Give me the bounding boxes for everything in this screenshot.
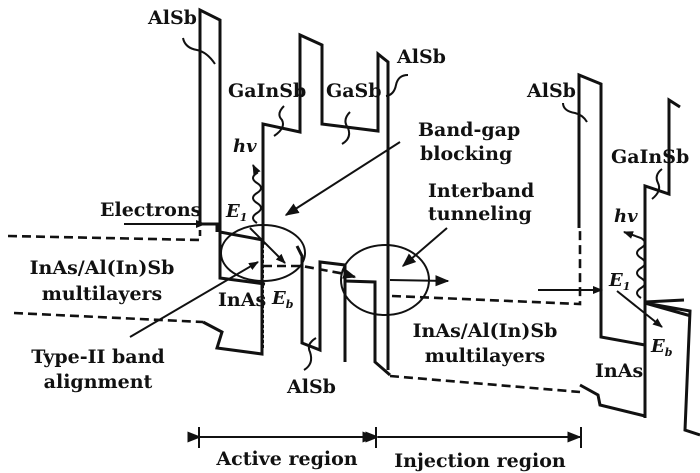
gasb-label-pointer (341, 111, 351, 145)
energy-label-eb-active: Eb (271, 288, 294, 311)
photon-wave-2 (623, 231, 646, 299)
transition-arrow-right (616, 290, 663, 328)
energy-label-e1-active: E1 (225, 201, 247, 224)
multilayers-right-line1: InAs/Al(In)Sb (413, 320, 558, 342)
alsb-label-bottom-pointer (303, 337, 317, 371)
photon-label-2: hv (614, 206, 638, 227)
multilayers-left-line1: InAs/Al(In)Sb (30, 257, 175, 279)
injection-region-label: Injection region (394, 450, 566, 472)
type2-arrow (129, 261, 259, 338)
bandgap-blocking-line2: blocking (420, 143, 512, 165)
multilayers-left-line2: multilayers (42, 283, 163, 305)
tunneling-arrow (389, 275, 450, 287)
transport-arrow-active (263, 264, 357, 279)
interband-tunneling-line1: Interband (428, 180, 534, 202)
alsb-label-2: AlSb (396, 46, 446, 68)
gainsb-label-2-pointer (651, 168, 663, 200)
region-dimension-bars (187, 427, 582, 448)
gainsb-label-2: GaInSb (611, 146, 689, 168)
alsb-label-3-pointer (562, 102, 588, 123)
energy-label-e1-right: E1 (608, 270, 630, 293)
type2-line1: Type-II band (31, 346, 164, 368)
inas-label-active: InAs (218, 289, 266, 311)
bandgap-blocking-line1: Band-gap (418, 119, 520, 141)
type2-line2: alignment (44, 371, 153, 393)
active-region-label: Active region (215, 448, 357, 470)
multilayer-dash-right-lower (389, 374, 581, 394)
active-region-conduction-band (198, 7, 390, 370)
photon-wave-1 (252, 164, 262, 224)
alsb-label-1: AlSb (147, 7, 197, 29)
gainsb-label-1: GaInSb (228, 80, 306, 102)
multilayer-dash-left-lower (13, 311, 204, 324)
injection-region-band (340, 230, 582, 394)
gasb-label: GaSb (326, 80, 382, 102)
gainsb-label-1-pointer (273, 105, 285, 137)
alsb-barrier-3 (577, 72, 646, 347)
multilayer-dash-left-upper (7, 230, 202, 242)
alsb-barrier-1 (198, 7, 222, 232)
photon-label-1: hv (233, 136, 257, 157)
bandgap-blocking-arrow (284, 141, 401, 216)
multilayers-right-line2: multilayers (425, 345, 546, 367)
transition-arrow-active (249, 227, 286, 264)
alsb-label-3: AlSb (526, 80, 576, 102)
multilayer-dash-right-upper (391, 230, 582, 306)
interband-tunneling-arrow (401, 227, 448, 267)
inas-well-right (644, 298, 700, 437)
inas-label-right: InAs (595, 360, 643, 382)
valence-band-right (579, 383, 646, 418)
alsb-lower-barrier (295, 245, 347, 362)
alsb-label-2-pointer (385, 74, 409, 97)
injection-step (344, 279, 391, 377)
energy-label-eb-right: Eb (650, 336, 673, 359)
alsb-label-bottom: AlSb (286, 376, 336, 398)
alsb-label-1-pointer (182, 37, 216, 65)
interband-tunneling-line2: tunneling (428, 203, 532, 225)
electrons-label: Electrons (100, 199, 201, 221)
